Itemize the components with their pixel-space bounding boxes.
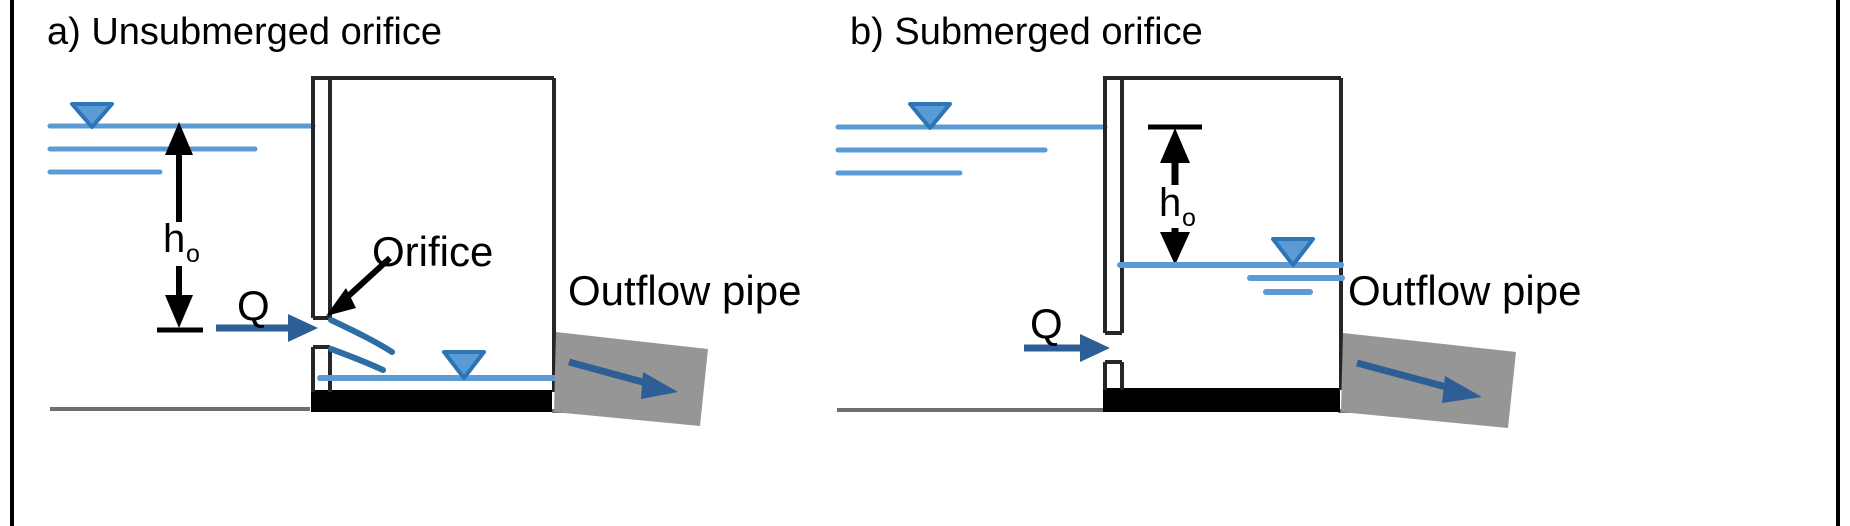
head-dimension-arrowhead-up — [165, 122, 193, 155]
outflow-pipe-arrow-shaft — [1356, 359, 1451, 392]
upstream-water-surface-triangle — [70, 102, 114, 129]
jet-curve-lower — [328, 346, 386, 373]
inflow-arrow-head — [288, 314, 318, 342]
outflow-pipe-arrow-head — [641, 372, 678, 399]
structure-base-slab — [311, 390, 552, 412]
head-label-subscript-o: o — [1182, 204, 1196, 232]
discharge-label-q: Q — [1030, 300, 1063, 347]
outflow-pipe-arrow-head — [1442, 376, 1482, 403]
head-dimension-arrowhead-down — [165, 295, 193, 328]
head-label-subscript-o: o — [186, 240, 200, 268]
panel-unsubmerged-orifice: a) Unsubmerged orifice h o — [0, 0, 830, 526]
frame-left-rule — [10, 0, 14, 526]
head-label-h: h — [163, 217, 185, 261]
outflow-pipe-label: Outflow pipe — [568, 267, 801, 314]
downstream-water-surface-triangle — [442, 350, 486, 380]
outflow-pipe-label: Outflow pipe — [1348, 267, 1581, 314]
frame-right-rule — [1836, 0, 1840, 526]
orifice-callout-leader — [341, 255, 393, 303]
orifice-callout-arrowhead — [326, 288, 356, 316]
panel-a-drawing: h o Q — [47, 76, 801, 426]
panel-b-title: b) Submerged orifice — [850, 11, 1203, 53]
panel-submerged-orifice: b) Submerged orifice — [830, 0, 1850, 526]
panel-a-title: a) Unsubmerged orifice — [47, 11, 442, 53]
head-dimension-arrowhead-up — [1160, 128, 1190, 163]
upstream-water-surface-triangle — [908, 102, 952, 130]
head-label-h: h — [1159, 181, 1181, 225]
jet-curve-upper — [328, 317, 395, 355]
panel-b-drawing: h o Q Outflow pipe — [835, 76, 1581, 428]
orifice-label: Orifice — [372, 228, 493, 275]
structure-base-slab — [1103, 388, 1340, 412]
outflow-pipe-arrow-shaft — [568, 358, 651, 388]
head-dimension-arrowhead-down — [1160, 232, 1190, 265]
inflow-arrow-head — [1080, 334, 1110, 362]
discharge-label-q: Q — [237, 282, 270, 329]
downstream-water-surface-triangle — [1271, 237, 1315, 267]
